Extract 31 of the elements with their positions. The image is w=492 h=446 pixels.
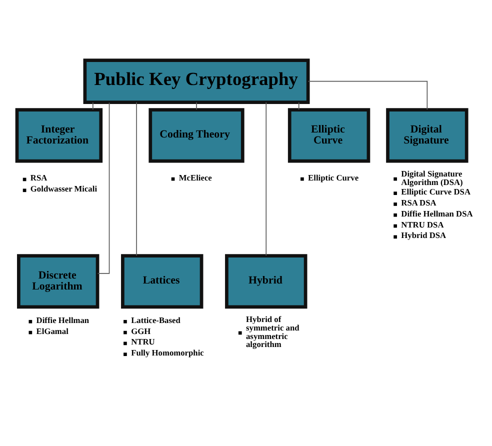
- node-label: NTRU: [131, 337, 155, 346]
- connector: [266, 101, 267, 256]
- node-box: Elliptic Curve: [288, 108, 370, 162]
- connector: [92, 101, 94, 110]
- node-label: Diffie Hellman DSA: [401, 208, 473, 218]
- node-label: McEliece: [178, 172, 212, 182]
- node-box: Coding Theory: [148, 108, 244, 162]
- node-label: ElGamal: [36, 326, 68, 336]
- node-label: Digital Signature Algorithm (DSA): [401, 169, 463, 186]
- node-label: GGH: [131, 326, 151, 336]
- node-label: Goldwasser Micali: [30, 184, 98, 194]
- node-box: Digital Signature: [386, 108, 468, 162]
- node-label: Hybrid of symmetric and asymmetric algorithm: [246, 314, 300, 349]
- node-label: NTRU DSA: [401, 220, 444, 229]
- node-label: RSA: [30, 173, 48, 182]
- node-label: Elliptic Curve DSA: [401, 187, 471, 196]
- node-label: Elliptic Curve: [308, 172, 359, 182]
- node-label: RSA DSA: [401, 198, 436, 207]
- connector: [196, 101, 197, 110]
- node-label: Hybrid DSA: [401, 230, 446, 240]
- node-box: Public Key Cryptography: [83, 58, 310, 104]
- node-label: Fully Homomorphic: [131, 348, 204, 358]
- node-box: Integer Factorization: [15, 108, 103, 162]
- node-box: Hybrid: [225, 254, 308, 308]
- node-label: Lattice-Based: [131, 315, 180, 324]
- node-box: Discrete Logarithm: [17, 254, 100, 308]
- connector: [298, 101, 300, 110]
- node-label: Diffie Hellman: [36, 315, 90, 324]
- node-box: Lattices: [121, 254, 204, 308]
- connector: [308, 80, 428, 110]
- connector: [136, 101, 137, 256]
